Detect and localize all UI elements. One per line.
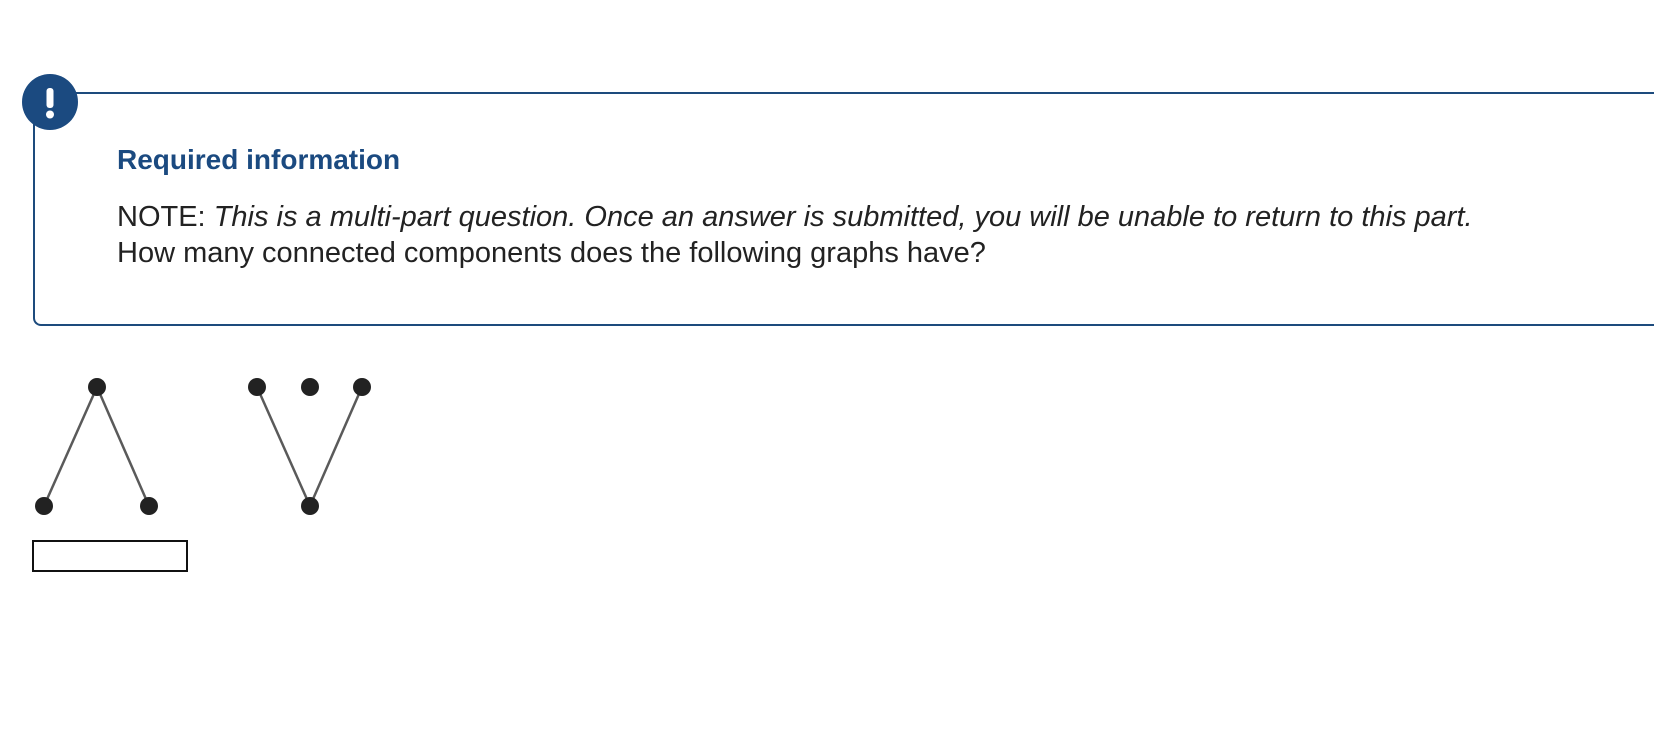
graph-vertex bbox=[35, 497, 53, 515]
question-text: How many connected components does the f… bbox=[117, 237, 986, 269]
note-paragraph: NOTE: This is a multi-part question. Onc… bbox=[117, 199, 1473, 235]
graph-vertex bbox=[353, 378, 371, 396]
graph-edge bbox=[95, 386, 151, 507]
note-text: This is a multi-part question. Once an a… bbox=[213, 201, 1473, 233]
exclamation-icon bbox=[46, 88, 54, 119]
answer-input[interactable] bbox=[32, 540, 188, 572]
note-label: NOTE: bbox=[117, 201, 206, 233]
graph-vertex bbox=[88, 378, 106, 396]
graph-one bbox=[35, 378, 158, 515]
graph-vertex bbox=[140, 497, 158, 515]
required-info-box bbox=[33, 92, 1654, 326]
graph-two bbox=[248, 378, 371, 515]
graph-vertex bbox=[301, 497, 319, 515]
graph-vertex bbox=[301, 378, 319, 396]
info-title: Required information bbox=[117, 144, 401, 175]
graph-edge bbox=[42, 386, 99, 507]
graph-vertex bbox=[248, 378, 266, 396]
graph-edge bbox=[255, 386, 312, 507]
graph-figure bbox=[35, 378, 371, 515]
alert-icon bbox=[22, 74, 78, 130]
graph-edge bbox=[308, 386, 364, 507]
